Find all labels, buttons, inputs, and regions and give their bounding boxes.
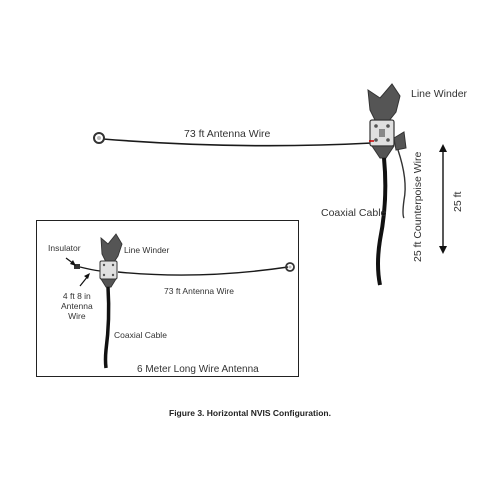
- short-wire-label: 4 ft 8 in Antenna Wire: [61, 291, 93, 321]
- inset-antenna-wire: [117, 266, 289, 276]
- inset-antenna-wire-label: 73 ft Antenna Wire: [164, 286, 234, 296]
- insulator-arrow: [65, 257, 76, 266]
- short-wire-label-line-2: Antenna: [61, 300, 93, 311]
- inset-short-wire: [79, 266, 101, 272]
- inset-line-winder-label: Line Winder: [124, 245, 170, 255]
- inset-coax-cable: [103, 286, 111, 369]
- main-end-ring: [93, 132, 105, 144]
- inset-coaxial-label: Coaxial Cable: [114, 330, 167, 340]
- short-wire-label-line-1: 4 ft 8 in: [62, 291, 91, 301]
- main-line-winder-label: Line Winder: [411, 88, 468, 100]
- main-coax-cable: [376, 157, 388, 286]
- short-wire-arrow: [79, 273, 90, 287]
- inset-title: 6 Meter Long Wire Antenna: [137, 364, 259, 375]
- inset-end-ring: [285, 262, 295, 272]
- insulator-label: Insulator: [48, 243, 81, 253]
- main-coaxial-label: Coaxial Cable: [321, 207, 387, 219]
- insulator-icon: [74, 264, 80, 269]
- main-antenna-wire-label: 73 ft Antenna Wire: [184, 128, 271, 140]
- main-antenna-wire: [102, 138, 373, 147]
- figure-caption: Figure 3. Horizontal NVIS Configuration.: [169, 408, 331, 418]
- short-wire-label-line-3: Wire: [68, 310, 86, 321]
- height-dimension-arrow: [439, 144, 447, 254]
- main-line-winder-icon: [367, 83, 407, 159]
- main-counterpoise-wire: [397, 149, 406, 219]
- counterpoise-label: 25 ft Counterpoise Wire: [412, 151, 424, 262]
- inset-panel: [36, 220, 299, 377]
- inset-line-winder-icon: [99, 233, 123, 288]
- height-label: 25 ft: [452, 191, 464, 212]
